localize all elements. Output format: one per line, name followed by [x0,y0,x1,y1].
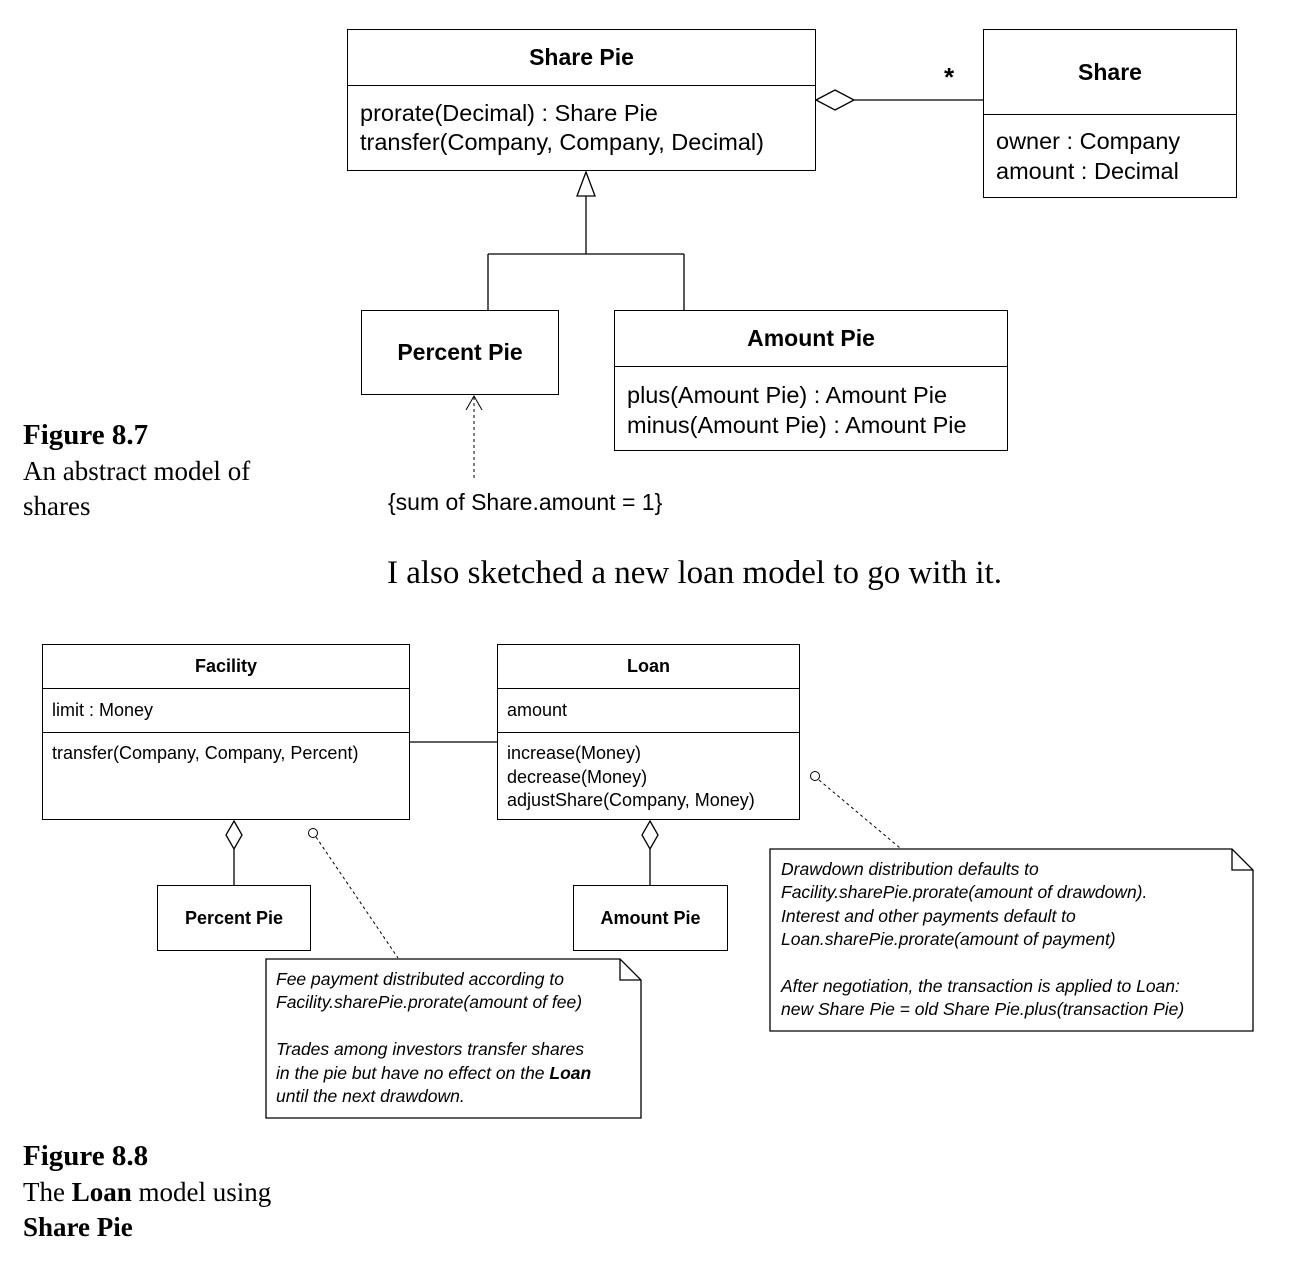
operation: transfer(Company, Company, Decimal) [360,129,764,155]
operation: decrease(Money) [507,766,648,787]
note-line: Fee payment distributed according to [276,969,564,989]
operations-compartment: prorate(Decimal) : Share Pie transfer(Co… [348,85,815,157]
operation: adjustShare(Company, Money) [507,790,755,810]
generalization-tree [487,170,685,310]
operations-compartment: plus(Amount Pie) : Amount Pie minus(Amou… [615,366,1007,440]
note-line [276,1015,636,1038]
note-fee-payment: Fee payment distributed according to Fac… [276,968,636,1108]
class-share-pie: Share Pie prorate(Decimal) : Share Pie t… [347,29,816,171]
note-line: Drawdown distribution defaults to [781,859,1039,879]
operations-compartment: increase(Money) decrease(Money) adjustSh… [498,732,799,813]
note-anchor-drawdown [810,771,901,849]
caption-line: shares [23,491,91,521]
note-line: Interest and other payments default to [781,905,1076,926]
class-amount-pie-88: Amount Pie [573,885,728,951]
figure-label: Figure 8.7 [23,419,149,451]
note-text: in the pie but have no effect on the [276,1062,550,1083]
note-anchor-fee [308,828,399,959]
caption-line: An abstract model of [23,456,251,486]
attribute: limit : Money [52,700,154,720]
note-line-mixed: in the pie but have no effect on the Loa… [276,1062,636,1085]
note-line [781,952,1241,975]
caption-text: model using [131,1177,272,1207]
operation: plus(Amount Pie) : Amount Pie [627,382,948,408]
class-name: Loan [627,656,670,676]
note-line: Facility.sharePie.prorate(amount of draw… [781,882,1148,903]
attribute: amount : Decimal [996,158,1179,184]
class-name: Amount Pie [600,908,701,928]
operation: minus(Amount Pie) : Amount Pie [627,412,967,438]
caption-bold: Loan [71,1177,132,1207]
attributes-compartment: owner : Company amount : Decimal [984,114,1236,186]
class-name: Percent Pie [397,339,523,365]
operation: prorate(Decimal) : Share Pie [360,100,658,126]
note-line: Facility.sharePie.prorate(amount of fee) [276,992,583,1013]
figure-label: Figure 8.8 [23,1140,149,1172]
operation: transfer(Company, Company, Percent) [52,743,359,763]
note-line: Loan.sharePie.prorate(amount of payment) [781,929,1116,950]
aggregation-facility-percentpie [225,819,243,886]
class-share: Share owner : Company amount : Decimal [983,29,1237,198]
body-paragraph: I also sketched a new loan model to go w… [387,555,1002,591]
caption-line: Share Pie [23,1210,271,1245]
figure-8-8-caption: Figure 8.8 The Loan model using Share Pi… [23,1137,271,1245]
note-line: Trades among investors transfer shares [276,1039,585,1060]
class-name: Share Pie [529,44,634,70]
note-drawdown: Drawdown distribution defaults to Facili… [781,858,1241,1022]
note-bold-word: Loan [549,1062,592,1083]
aggregation-loan-amountpie [641,819,659,886]
attribute: owner : Company [996,128,1181,154]
class-facility: Facility limit : Money transfer(Company,… [42,644,410,820]
constraint-dependency-arrow [465,394,483,478]
class-percent-pie-88: Percent Pie [157,885,311,951]
class-percent-pie: Percent Pie [361,310,559,395]
operations-compartment: transfer(Company, Company, Percent) [43,732,409,766]
class-name: Amount Pie [747,325,875,351]
constraint-label: {sum of Share.amount = 1} [388,489,663,515]
attributes-compartment: limit : Money [43,688,409,732]
figure-8-7-caption: Figure 8.7 An abstract model of shares [23,416,250,524]
note-line: new Share Pie = old Share Pie.plus(trans… [781,999,1185,1020]
class-name: Percent Pie [184,908,284,928]
class-amount-pie: Amount Pie plus(Amount Pie) : Amount Pie… [614,310,1008,451]
operation: increase(Money) [507,743,642,763]
attributes-compartment: amount [498,688,799,732]
attribute: amount [507,700,568,720]
class-loan: Loan amount increase(Money) decrease(Mon… [497,644,800,820]
class-name: Share [1078,59,1142,85]
caption-line: The Loan model using [23,1175,271,1210]
note-line: After negotiation, the transaction is ap… [781,976,1180,997]
caption-text: The [23,1177,72,1207]
aggregation-sharepie-share [814,89,984,111]
note-line: until the next drawdown. [276,1086,465,1107]
caption-bold: Share Pie [23,1212,133,1242]
multiplicity-label: * [944,62,955,92]
class-name: Facility [194,656,258,676]
